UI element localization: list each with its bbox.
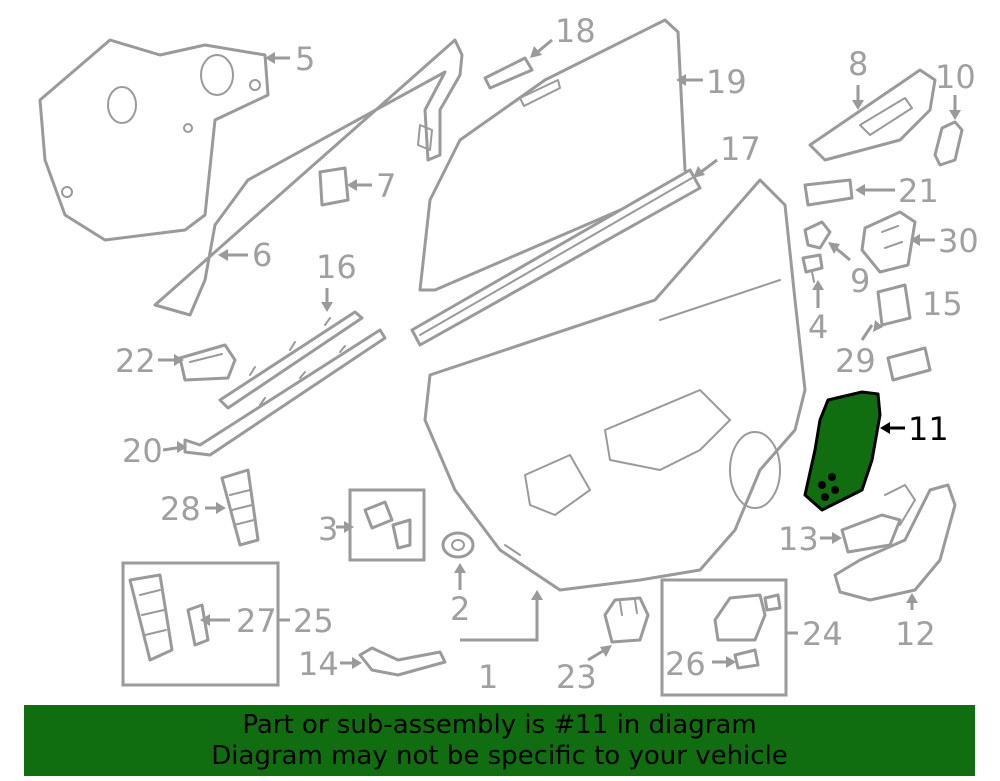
part-1-door-trim-panel [423, 178, 807, 592]
callout-12: 12 [895, 615, 936, 653]
callout-8: 8 [848, 45, 868, 83]
part-28-bracket [220, 468, 260, 547]
part-20-lower-molding [183, 328, 387, 457]
part-13-handle-insert [840, 513, 902, 554]
leader-lines [158, 38, 961, 669]
callout-22: 22 [115, 342, 156, 380]
callout-21: 21 [898, 172, 939, 210]
callout-16: 16 [316, 248, 357, 286]
part-21-switch [803, 178, 854, 207]
part-22-lock-actuator [178, 343, 237, 382]
callout-28: 28 [160, 490, 201, 528]
callout-6: 6 [252, 236, 272, 274]
part-8-handle-bezel [808, 68, 937, 162]
part-4-screw [801, 253, 824, 283]
callout-23: 23 [556, 658, 597, 696]
part-18-switch [483, 56, 534, 90]
part-5-inner-panel-sheet [38, 38, 270, 242]
callout-labels: 1 2 3 4 5 6 7 8 9 10 11 12 13 14 15 16 1… [115, 12, 979, 696]
part-2-fastener [441, 531, 475, 559]
banner-line-2: Diagram may not be specific to your vehi… [211, 740, 788, 771]
part-19-door-glass [418, 18, 692, 292]
callout-24: 24 [802, 615, 843, 653]
part-29-switch [876, 283, 912, 327]
part-12-armrest [833, 483, 957, 602]
callout-4: 4 [808, 308, 828, 346]
callout-7: 7 [376, 167, 396, 205]
callout-3: 3 [318, 510, 338, 548]
callout-20: 20 [122, 432, 163, 470]
part-24-lamp-box [660, 578, 788, 697]
part-30-window-switch [860, 210, 917, 274]
callout-29: 29 [835, 342, 876, 380]
part-7-clip [318, 166, 350, 207]
part-15-switch [886, 346, 932, 382]
part-10-cap [933, 120, 964, 167]
callout-25: 25 [293, 602, 334, 640]
callout-1: 1 [478, 658, 498, 696]
info-banner: Part or sub-assembly is #11 in diagram D… [24, 705, 975, 776]
part-23-connector [603, 596, 650, 644]
banner-line-1: Part or sub-assembly is #11 in diagram [242, 709, 757, 740]
callout-26: 26 [665, 645, 706, 683]
part-17-window-channel [410, 168, 702, 347]
callout-27: 27 [236, 602, 277, 640]
callout-15: 15 [922, 285, 963, 323]
part-11-speaker-grille [803, 390, 882, 512]
part-6-pillar-trim [153, 38, 464, 317]
callout-10: 10 [935, 58, 976, 96]
callout-2: 2 [450, 590, 470, 628]
callout-13: 13 [778, 520, 819, 558]
callout-14: 14 [298, 645, 339, 683]
callout-9: 9 [850, 262, 870, 300]
part-16-weatherstrip [218, 310, 364, 410]
callout-11: 11 [908, 410, 949, 448]
callout-18: 18 [555, 12, 596, 50]
part-9-clip [803, 220, 832, 250]
callout-19: 19 [706, 63, 747, 101]
part-25-assembly-box [121, 561, 280, 687]
callout-30: 30 [938, 222, 979, 260]
part-14-trim-strip [358, 646, 447, 677]
callout-5: 5 [295, 40, 315, 78]
part-3-clip [348, 488, 426, 562]
callout-17: 17 [720, 130, 761, 168]
